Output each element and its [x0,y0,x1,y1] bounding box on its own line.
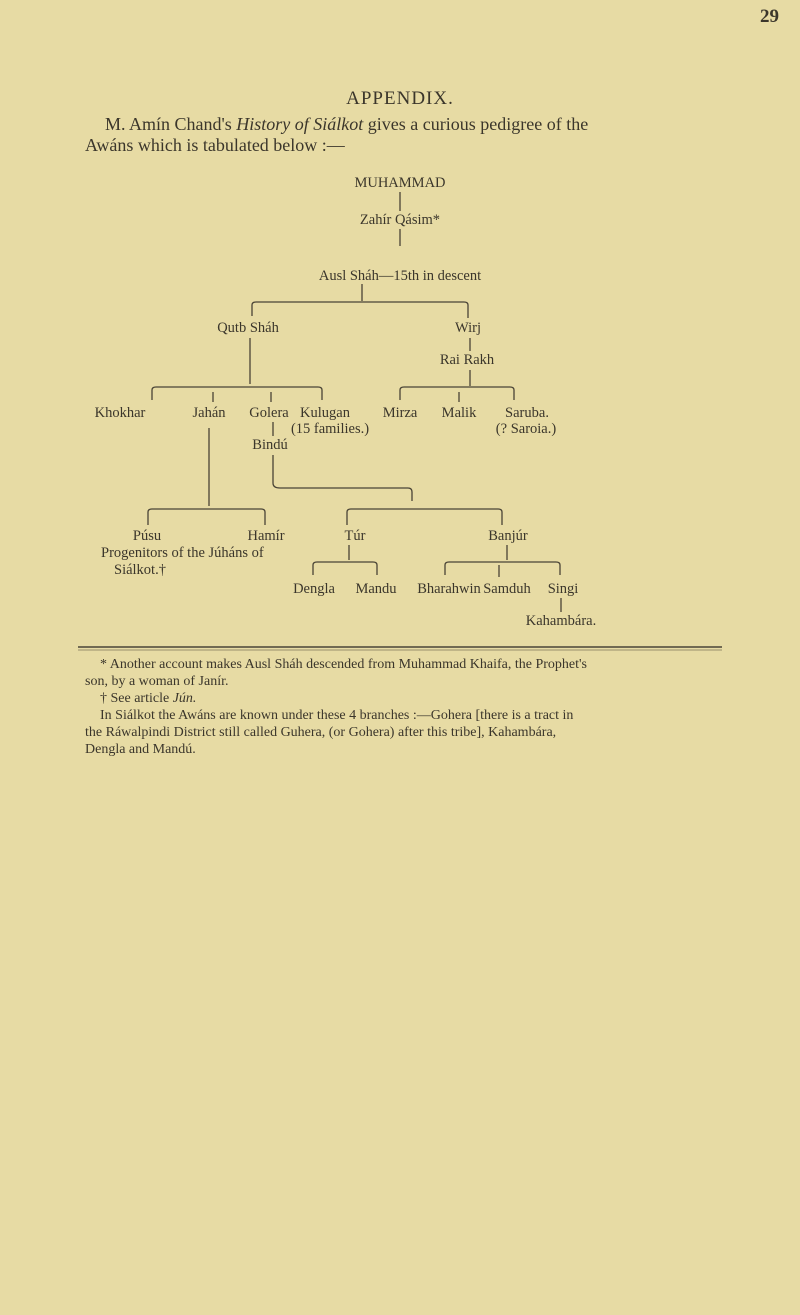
node-saruba-note: (? Saroia.) [495,421,557,437]
node-kulugan-note: (15 families.) [290,421,370,437]
footnote-star: * Another account makes Ausl Sháh descen… [100,657,587,672]
intro-line-1: M. Amín Chand's History of Siálkot gives… [105,114,588,134]
page-heading: APPENDIX. [346,88,454,109]
node-jahan: Jahán [192,405,226,421]
intro-line-2: Awáns which is tabulated below :— [85,135,345,155]
node-wirj: Wirj [455,320,481,336]
node-kulugan: Kulugan [300,405,350,421]
page-number: 29 [760,6,779,27]
node-bindu: Bindú [252,437,288,453]
node-mandu: Mandu [355,581,397,597]
node-samduh: Samduh [483,581,531,597]
node-saruba: Saruba. [505,405,549,421]
node-khokhar: Khokhar [94,405,146,421]
article-reference: Jún. [172,691,197,706]
node-hamir: Hamír [247,528,285,544]
node-muhammad: MUHAMMAD [354,175,446,191]
node-mirza: Mirza [382,405,418,421]
node-dengla: Dengla [293,581,335,597]
footnote-star-cont: son, by a woman of Janír. [85,674,229,689]
node-malik: Malik [441,405,477,421]
node-bharahwin: Bharahwin [417,581,481,597]
intro-text: gives a curious pedigree of the [363,114,589,134]
node-tur: Túr [344,528,366,544]
progenitors-note-2: Siálkot.† [114,562,166,578]
note-line-3: Dengla and Mandú. [85,742,196,757]
node-ausl-shah: Ausl Sháh—15th in descent [318,268,482,284]
footnote-text: † See article [100,691,173,706]
note-line-2: the Ráwalpindi District still called Guh… [85,725,557,740]
node-singi: Singi [547,581,579,597]
progenitors-note: Progenitors of the Júháns of [101,545,264,561]
node-pusu: Púsu [132,528,162,544]
node-zahir-qasim: Zahír Qásim* [359,212,441,228]
pedigree-lines [78,192,722,651]
node-banjur: Banjúr [488,528,528,544]
intro-text: M. Amín Chand's [105,114,237,134]
footnote-dagger: † See article Jún. [100,690,740,707]
book-title: History of Siálkot [236,114,364,134]
note-line-1: In Siálkot the Awáns are known under the… [100,708,574,723]
node-qutb-shah: Qutb Sháh [217,320,279,336]
node-golera: Golera [249,405,289,421]
node-rai-rakh: Rai Rakh [439,352,495,368]
node-kahambara: Kahambára. [525,613,597,629]
